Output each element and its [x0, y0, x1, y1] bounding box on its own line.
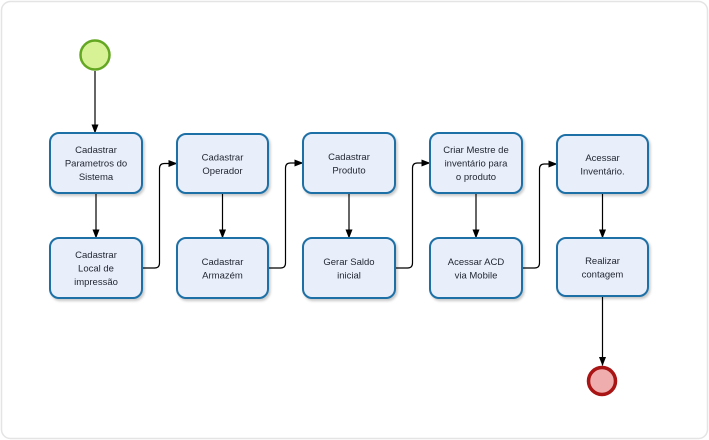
task-shape[interactable]: [556, 237, 649, 297]
connector-gerar-saldo-inicial-to-criar-mestre-de-inventario[interactable]: [395, 159, 431, 269]
task-shape[interactable]: [49, 132, 143, 194]
task-shape[interactable]: [556, 134, 649, 194]
connector-cadastrar-armazem-to-cadastrar-produto[interactable]: [268, 159, 304, 269]
end-event-node[interactable]: [586, 365, 618, 397]
task-shape[interactable]: [176, 133, 269, 194]
connector-cadastrar-local-de-impressao-to-cadastrar-operador[interactable]: [142, 160, 178, 269]
connector-acessar-acd-via-mobile-to-acessar-inventario[interactable]: [522, 160, 558, 269]
task-shape[interactable]: [429, 237, 523, 299]
task-shape[interactable]: [429, 132, 523, 194]
task-shape[interactable]: [49, 237, 143, 299]
task-shape[interactable]: [176, 237, 269, 299]
start-event-node[interactable]: [79, 39, 111, 71]
task-shape[interactable]: [302, 132, 396, 194]
task-shape[interactable]: [302, 237, 396, 299]
